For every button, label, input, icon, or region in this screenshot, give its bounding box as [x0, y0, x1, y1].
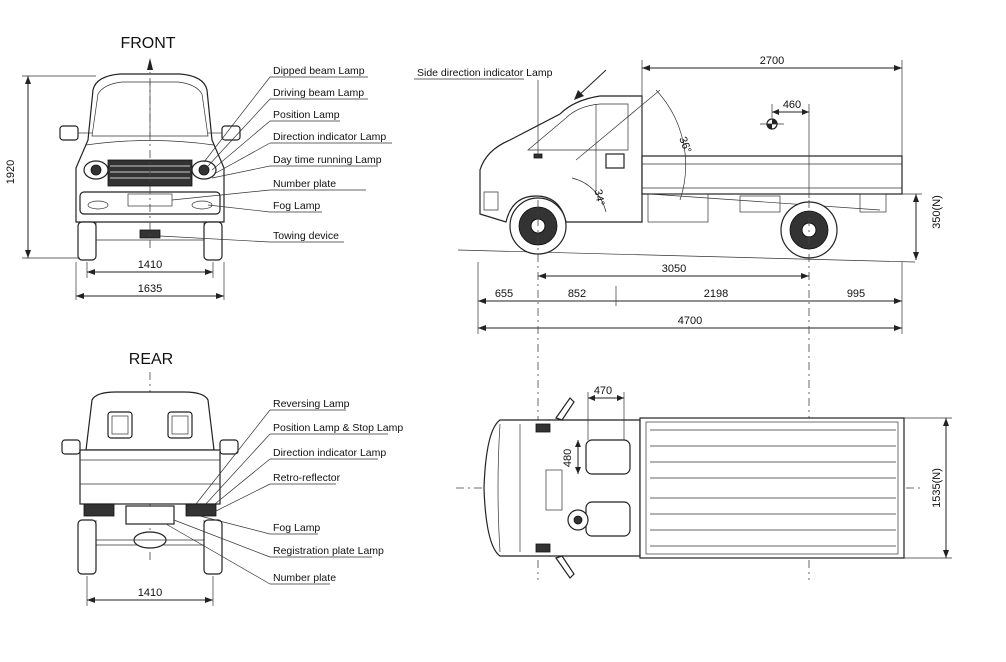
- front-callout-driving-beam: Driving beam Lamp: [273, 87, 364, 99]
- front-callout-position-lamp: Position Lamp: [273, 109, 340, 121]
- rear-track-dim: 1410: [138, 587, 162, 599]
- side-front-overhang-dim: 655: [495, 288, 513, 300]
- rear-callout-number-plate: Number plate: [273, 572, 336, 584]
- rear-callout-fog-lamp: Fog Lamp: [273, 522, 320, 534]
- top-cargo-width-dim: 1535(N): [931, 468, 943, 508]
- front-callout-number-plate: Number plate: [273, 178, 336, 190]
- front-width-dim: 1635: [138, 283, 162, 295]
- front-callout-direction-indicator: Direction indicator Lamp: [273, 131, 386, 143]
- rear-callout-reversing-lamp: Reversing Lamp: [273, 398, 350, 410]
- rear-title: REAR: [129, 351, 173, 368]
- rear-callout-registration-plate-lamp: Registration plate Lamp: [273, 545, 384, 557]
- side-angle-36: 36°: [676, 135, 693, 155]
- front-callout-drl: Day time running Lamp: [273, 154, 382, 166]
- front-title: FRONT: [120, 35, 175, 52]
- side-rear-overhang-dim: 995: [847, 288, 865, 300]
- top-seat-depth-dim: 480: [562, 449, 574, 467]
- side-overall-length-dim: 4700: [678, 315, 702, 327]
- side-seg-2198-dim: 2198: [704, 288, 728, 300]
- side-seg-852-dim: 852: [568, 288, 586, 300]
- front-track-dim: 1410: [138, 259, 162, 271]
- side-cargo-length-dim: 2700: [760, 55, 784, 67]
- side-callout-indicator: Side direction indicator Lamp: [417, 67, 553, 79]
- side-floor-height-dim: 350(N): [931, 195, 943, 229]
- front-callout-dipped-beam: Dipped beam Lamp: [273, 65, 365, 77]
- front-height-dim: 1920: [5, 160, 17, 184]
- rear-callout-retro-reflector: Retro-reflector: [273, 472, 341, 484]
- side-wheelbase-dim: 3050: [662, 263, 686, 275]
- side-angle-34: 34°: [592, 188, 607, 206]
- front-callout-fog-lamp: Fog Lamp: [273, 200, 320, 212]
- top-seat-width-dim: 470: [594, 385, 612, 397]
- rear-view: REAR 1410: [61, 351, 403, 606]
- side-view: 36° 34° Side direction indicator Lamp 27…: [414, 55, 943, 580]
- rear-callout-position-stop-lamp: Position Lamp & Stop Lamp: [273, 422, 403, 434]
- front-view: FRONT: [5, 35, 392, 300]
- rear-callout-direction-indicator: Direction indicator Lamp: [273, 447, 386, 459]
- front-callout-towing-device: Towing device: [273, 230, 339, 242]
- top-view: 470 480 1535(N): [456, 385, 952, 579]
- side-cg-offset-dim: 460: [783, 99, 801, 111]
